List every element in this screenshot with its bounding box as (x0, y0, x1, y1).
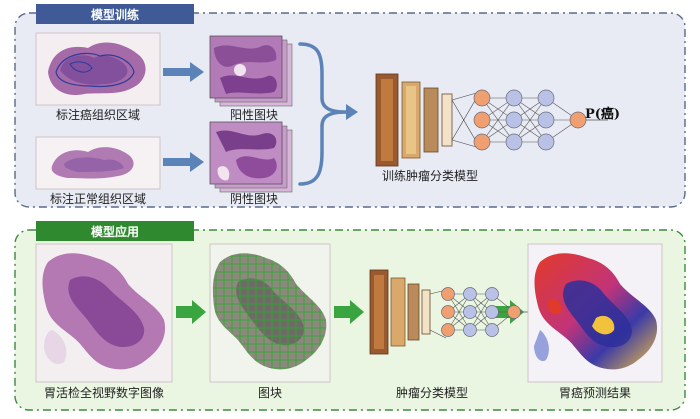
net-node (463, 287, 477, 301)
cancer-annotated-slide (35, 32, 161, 106)
application-classifier-label: 肿瘤分类模型 (396, 385, 468, 400)
result-label: 胃癌预测结果 (559, 385, 631, 400)
normal-annotation-label: 标注正常组织区域 (50, 191, 146, 206)
wsi-image (35, 243, 173, 383)
net-node (485, 305, 499, 319)
negative-tiles-stack (209, 121, 293, 193)
application-network (369, 269, 447, 355)
net-node (505, 133, 523, 151)
net-node (463, 305, 477, 319)
arrow-to-positive-tiles (163, 62, 204, 82)
net-node (505, 111, 523, 129)
application-title: 模型应用 (91, 224, 139, 239)
net-node (463, 323, 477, 337)
net-node (537, 111, 555, 129)
training-classifier-label: 训练肿瘤分类模型 (382, 168, 478, 183)
net-connection (481, 97, 515, 143)
positive-tiles-label: 阳性图块 (230, 108, 278, 122)
net-node (441, 287, 455, 301)
tiled-wsi (209, 243, 331, 383)
net-node (441, 305, 455, 319)
arrow-to-negative-tiles (163, 152, 204, 172)
cancer-annotation-label: 标注癌组织区域 (56, 107, 140, 122)
net-node (537, 133, 555, 151)
net-node (485, 287, 499, 301)
wsi-label: 胃活检全视野数字图像 (44, 385, 164, 400)
positive-tiles-stack (209, 35, 293, 107)
net-connection (513, 97, 547, 143)
training-title-tag (36, 4, 194, 24)
training-network (375, 73, 481, 167)
net-node (485, 323, 499, 337)
merge-arrow-head (346, 104, 358, 120)
net-node (537, 89, 555, 107)
net-connection (469, 293, 493, 331)
application-title-tag (36, 221, 194, 241)
net-node (441, 323, 455, 337)
net-node (507, 305, 521, 319)
net-node (473, 133, 491, 151)
net-node (473, 111, 491, 129)
net-node (569, 111, 587, 129)
net-node (473, 89, 491, 107)
output-probability: P(癌) (585, 106, 620, 122)
negative-tiles-label: 阴性图块 (230, 192, 278, 206)
prediction-heatmap (527, 243, 663, 383)
tiles-label: 图块 (258, 386, 282, 400)
net-connection (447, 293, 471, 331)
application-neural-net (441, 287, 528, 337)
net-node (505, 89, 523, 107)
arrow-to-classifier (334, 300, 364, 324)
arrow-to-tiles (176, 300, 206, 324)
training-neural-net (473, 89, 608, 151)
normal-annotated-slide (35, 136, 161, 190)
training-title: 模型训练 (91, 7, 139, 22)
